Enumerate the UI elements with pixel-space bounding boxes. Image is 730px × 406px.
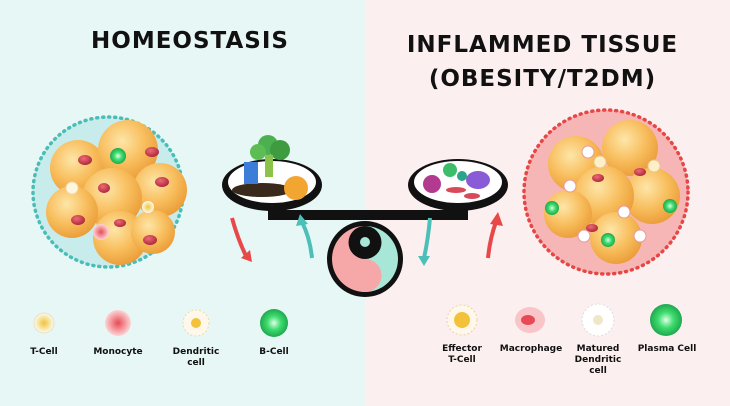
dendritic-cell-icon — [182, 309, 210, 337]
inflamed-tissue-title-line2: (OBESITY/T2DM) — [428, 66, 657, 92]
matured-dendritic-cell-icon — [581, 303, 615, 337]
legend-label-macrophage: Macrophage — [499, 344, 563, 354]
inflamed-tissue-title-line1: INFLAMMED TISSUE — [406, 32, 679, 58]
pathogen-icon — [423, 163, 490, 199]
homeostasis-tissue — [31, 115, 187, 269]
legend-label-t-cell: T-Cell — [30, 347, 58, 357]
effector-t-cell-icon — [446, 304, 478, 336]
legend-label-line: Dendritic — [574, 355, 622, 365]
legend-label-effector-t-cell: Effector T-Cell — [432, 344, 492, 366]
legend-label-dendritic-cell: Dendritic cell — [166, 347, 226, 369]
legend-label-line: Matured — [576, 344, 620, 354]
macrophage-icon — [515, 307, 545, 333]
legend-label-monocyte: Monocyte — [93, 347, 143, 357]
red-up-arrow-icon — [486, 212, 503, 259]
teal-down-arrow-icon — [418, 217, 432, 266]
legend-label-plasma-cell: Plasma Cell — [637, 344, 697, 354]
legend-label-b-cell: B-Cell — [259, 347, 289, 357]
b-cell-icon — [260, 309, 288, 337]
homeostasis-title: HOMEOSTASIS — [91, 28, 289, 54]
inflamed-tissue-title: INFLAMMED TISSUE (OBESITY/T2DM) — [385, 28, 700, 96]
yin-yang-icon — [327, 221, 403, 297]
healthy-food-icon — [232, 135, 308, 200]
t-cell-icon — [33, 312, 55, 334]
legend-label-line: Dendritic — [172, 347, 220, 357]
inflamed-tissue — [522, 108, 690, 276]
balance-scale — [222, 135, 508, 297]
legend-label-line: Effector — [442, 344, 482, 354]
legend-label-line: cell — [187, 358, 205, 368]
monocyte-icon — [105, 310, 131, 336]
legend-label-line: cell — [589, 366, 607, 376]
teal-up-arrow-icon — [296, 214, 314, 259]
red-down-arrow-icon — [230, 217, 252, 262]
legend-label-line: T-Cell — [448, 355, 476, 365]
plasma-cell-icon — [650, 304, 682, 336]
legend-label-matured-dendritic-cell: Matured Dendritic cell — [568, 344, 628, 377]
